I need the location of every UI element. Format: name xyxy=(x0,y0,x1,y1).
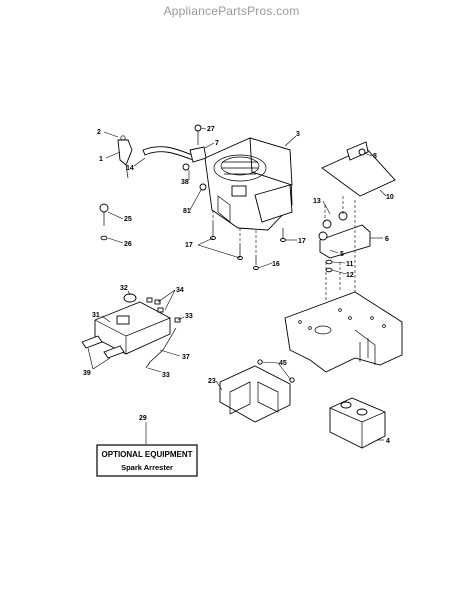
callout-33b: 33 xyxy=(162,372,170,379)
muffler-4 xyxy=(329,397,386,449)
callout-leaders xyxy=(87,127,387,444)
heat-shield-10 xyxy=(321,141,396,197)
control-module-31 xyxy=(81,293,181,369)
callout-81: 81 xyxy=(183,208,191,215)
callout-37: 37 xyxy=(182,354,190,361)
callout-33: 33 xyxy=(185,313,193,320)
callout-23: 23 xyxy=(208,378,216,385)
callout-8: 8 xyxy=(373,153,377,160)
callout-25: 25 xyxy=(124,216,132,223)
callout-31: 31 xyxy=(92,312,100,319)
callout-17b: 17 xyxy=(298,238,306,245)
optional-equipment-box: OPTIONAL EQUIPMENT Spark Arrester xyxy=(96,444,198,477)
nut-81 xyxy=(199,183,207,191)
callout-26: 26 xyxy=(124,241,132,248)
callout-4: 4 xyxy=(386,438,390,445)
callout-14: 14 xyxy=(126,165,134,172)
callout-11: 11 xyxy=(346,261,354,268)
callout-13: 13 xyxy=(313,198,321,205)
callout-27: 27 xyxy=(207,126,215,133)
cable-clamp-7 xyxy=(182,124,207,171)
callout-7: 7 xyxy=(215,140,219,147)
callout-12: 12 xyxy=(346,272,354,279)
optional-equipment-subtitle: Spark Arrester xyxy=(121,463,173,472)
watermark: AppliancePartsPros.com xyxy=(163,4,300,18)
callout-32: 32 xyxy=(120,285,128,292)
callout-10: 10 xyxy=(386,194,394,201)
callout-17: 17 xyxy=(185,242,193,249)
callout-29: 29 xyxy=(139,415,147,422)
callout-34: 34 xyxy=(176,287,184,294)
callout-2: 2 xyxy=(97,129,101,136)
callout-1: 1 xyxy=(99,156,103,163)
callout-3: 3 xyxy=(296,131,300,138)
callout-5: 5 xyxy=(340,251,344,258)
frame-plate xyxy=(284,291,403,373)
callout-16: 16 xyxy=(272,261,280,268)
muffler-bracket-6 xyxy=(318,196,371,300)
callout-39: 39 xyxy=(83,370,91,377)
callout-45: 45 xyxy=(279,360,287,367)
bracket-1 xyxy=(117,135,133,179)
engine-illustration xyxy=(204,137,293,231)
bolt-25 xyxy=(99,203,109,241)
fuel-line-14 xyxy=(142,146,194,161)
optional-equipment-title: OPTIONAL EQUIPMENT xyxy=(102,450,193,459)
callout-6: 6 xyxy=(385,236,389,243)
deflector-23 xyxy=(219,359,295,423)
callout-38: 38 xyxy=(181,179,189,186)
